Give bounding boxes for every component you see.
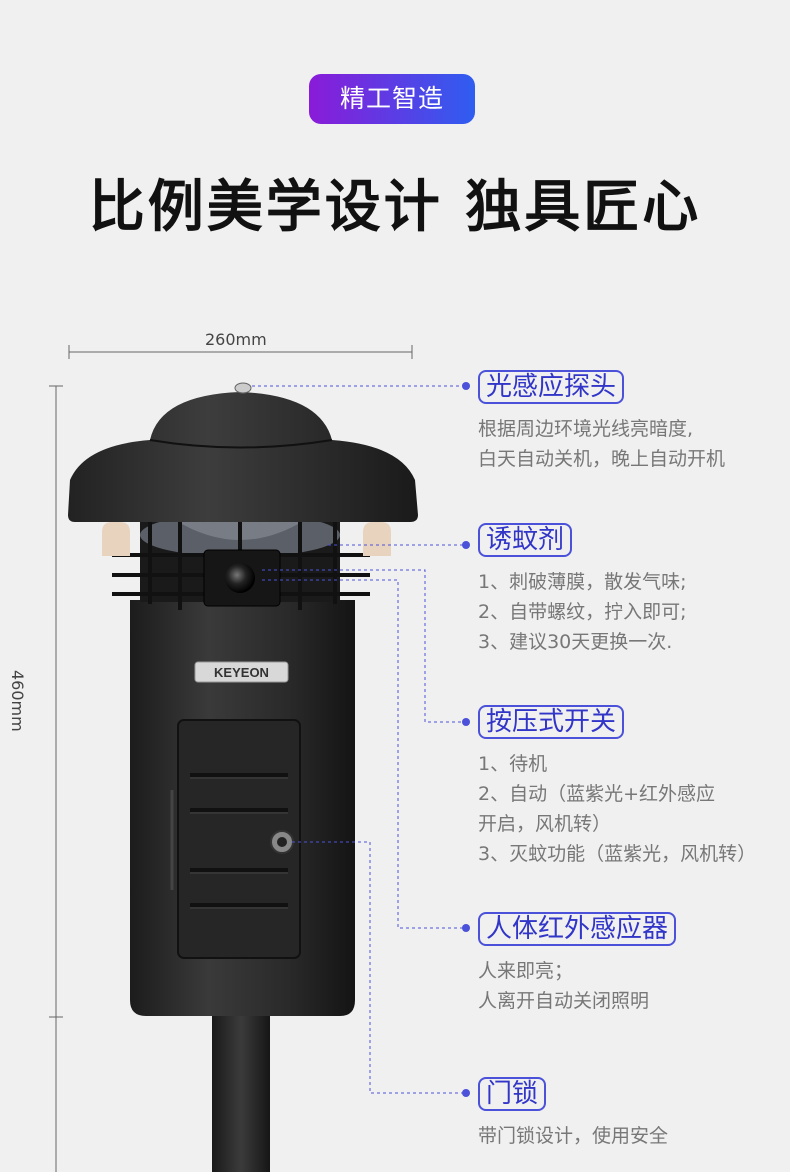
- pole: [212, 1010, 270, 1172]
- feature-title: 人体红外感应器: [478, 912, 677, 946]
- attractant-left: [102, 522, 130, 556]
- feature-title: 光感应探头: [478, 370, 625, 404]
- feature-light-sensor: 光感应探头 根据周边环境光线亮暗度, 白天自动关机，晚上自动开机: [478, 370, 725, 474]
- feature-ir-sensor: 人体红外感应器 人来即亮； 人离开自动关闭照明: [478, 912, 677, 1016]
- width-dimension: [68, 345, 413, 359]
- feature-title: 诱蚊剂: [478, 523, 573, 557]
- feature-line: 开启，风机转）: [478, 813, 612, 835]
- feature-line: 人来即亮；: [478, 960, 574, 982]
- feature-line: 3、建议30天更换一次.: [478, 631, 673, 653]
- height-dimension: [49, 385, 63, 1172]
- brand-label: KEYEON: [214, 665, 269, 680]
- height-label: 460mm: [8, 670, 27, 732]
- width-label: 260mm: [205, 330, 267, 349]
- feature-line: 人离开自动关闭照明: [478, 990, 650, 1012]
- lock-icon: [270, 830, 294, 854]
- ir-lens: [225, 563, 255, 593]
- page-title: 比例美学设计 独具匠心: [88, 175, 702, 240]
- feature-line: 1、待机: [478, 753, 548, 775]
- feature-push-switch: 按压式开关 1、待机 2、自动（蓝紫光+红外感应 开启，风机转） 3、灭蚊功能（…: [478, 705, 756, 869]
- feature-title: 按压式开关: [478, 705, 625, 739]
- feature-line: 白天自动关机，晚上自动开机: [478, 448, 726, 470]
- feature-line: 3、灭蚊功能（蓝紫光，风机转）: [478, 843, 757, 865]
- hood: [68, 392, 418, 522]
- feature-attractant: 诱蚊剂 1、刺破薄膜，散发气味; 2、自带螺纹，拧入即可; 3、建议30天更换一…: [478, 523, 687, 657]
- feature-door-lock: 门锁 带门锁设计，使用安全: [478, 1077, 668, 1151]
- brand-plate: [194, 661, 289, 683]
- feature-title: 门锁: [478, 1077, 547, 1111]
- attractant-right: [363, 522, 391, 556]
- badge: 精工智造: [309, 74, 475, 124]
- feature-line: 2、自动（蓝紫光+红外感应: [478, 783, 716, 805]
- feature-line: 根据周边环境光线亮暗度,: [478, 418, 694, 440]
- feature-line: 2、自带螺纹，拧入即可;: [478, 601, 687, 623]
- feature-line: 1、刺破薄膜，散发气味;: [478, 571, 687, 593]
- door-panel: [177, 719, 301, 959]
- feature-line: 带门锁设计，使用安全: [478, 1125, 669, 1147]
